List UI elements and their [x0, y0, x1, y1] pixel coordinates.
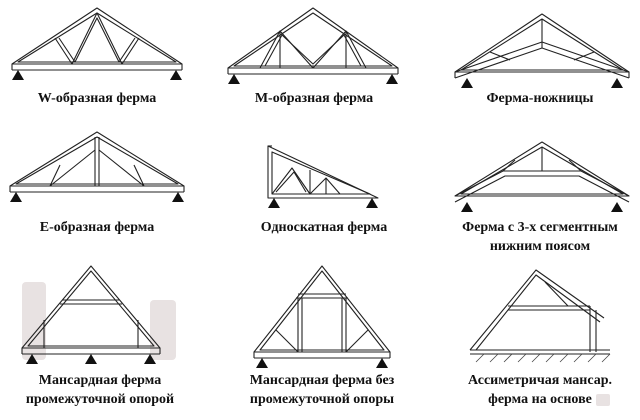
- m-truss-drawing: [227, 7, 399, 84]
- asymmetric-mansard-truss-drawing: [469, 269, 611, 363]
- caption-mansard-truss-with-support: Мансардная ферма промежуточной опорой: [0, 371, 200, 409]
- ground-hatching: [475, 353, 611, 363]
- caption-line: W-образная ферма: [37, 91, 157, 106]
- three-segment-truss-drawing: [454, 141, 630, 212]
- caption-asymmetric-mansard-truss: Ассиметричая мансар. ферма на основе: [440, 371, 640, 409]
- caption-line: E-образная ферма: [39, 220, 155, 235]
- caption-line: промежуточной опорой: [25, 392, 175, 407]
- caption-line: ферма на основе: [488, 392, 592, 407]
- caption-mansard-truss-without-support: Мансардная ферма без промежуточной опоры: [222, 371, 422, 409]
- mansard-truss-with-support-drawing: [21, 265, 161, 364]
- caption-line: Мансардная ферма: [38, 373, 162, 388]
- caption-m-truss: M-образная ферма: [214, 89, 414, 108]
- caption-line: M-образная ферма: [254, 91, 374, 106]
- caption-mono-pitch-truss: Односкатная ферма: [224, 218, 424, 237]
- caption-line: Ассиметричая мансар.: [467, 373, 613, 388]
- e-truss-drawing: [9, 131, 185, 202]
- caption-line: нижним поясом: [489, 239, 591, 254]
- caption-line: Ферма с 3-х сегментным: [462, 220, 618, 235]
- corner-watermark: [596, 394, 610, 406]
- scissors-truss-drawing: [454, 13, 630, 88]
- caption-line: Односкатная ферма: [260, 220, 388, 235]
- mono-pitch-truss-drawing: [267, 145, 379, 208]
- mansard-truss-without-support-drawing: [253, 265, 391, 368]
- caption-line: Мансардная ферма без: [249, 373, 395, 388]
- caption-scissors-truss: Ферма-ножницы: [440, 89, 640, 108]
- caption-line: Ферма-ножницы: [486, 91, 594, 106]
- caption-w-truss: W-образная ферма: [0, 89, 194, 108]
- caption-line: промежуточной опоры: [249, 392, 395, 407]
- w-truss-drawing: [11, 7, 183, 80]
- caption-e-truss: E-образная ферма: [0, 218, 194, 237]
- caption-three-segment-truss: Ферма с 3-х сегментным нижним поясом: [440, 218, 640, 256]
